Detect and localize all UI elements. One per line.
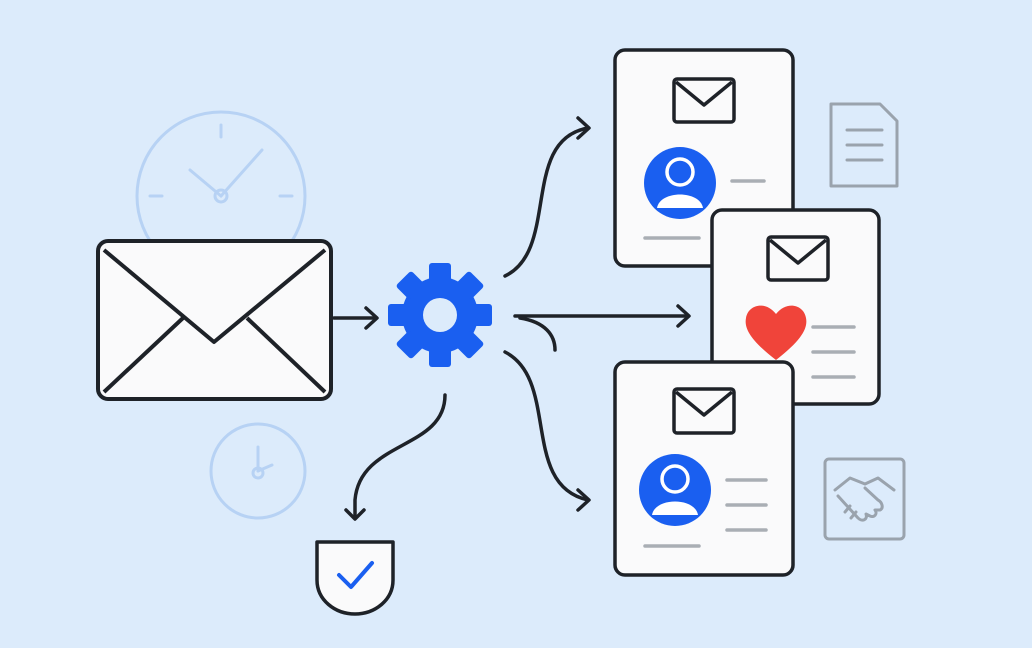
- contact-card-3: [613, 360, 795, 577]
- heart-icon: [745, 305, 807, 360]
- avatar-icon: [639, 454, 711, 526]
- envelope-icon: [766, 235, 830, 282]
- shield-check-icon: [315, 540, 395, 616]
- arrow-icon: [332, 116, 691, 521]
- envelope-icon: [96, 239, 333, 401]
- envelope-icon: [672, 77, 736, 124]
- gear-icon: [388, 263, 492, 367]
- handshake-icon: [823, 457, 906, 541]
- avatar-icon: [644, 147, 716, 219]
- small-clock-icon: [209, 422, 307, 520]
- document-icon: [829, 102, 899, 188]
- contact-card-2: [710, 208, 881, 406]
- envelope-icon: [672, 387, 736, 435]
